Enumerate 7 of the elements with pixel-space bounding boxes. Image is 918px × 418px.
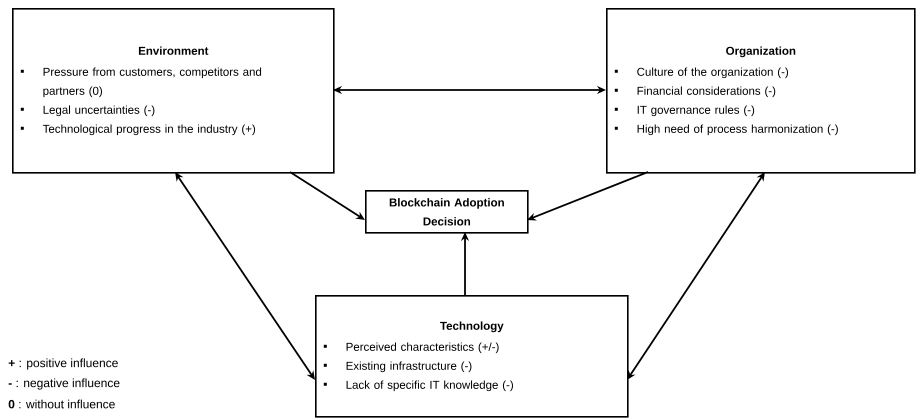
- decision-box: Blockchain Adoption Decision: [365, 190, 529, 234]
- legend-entry: + : positive influence: [8, 358, 118, 370]
- legend-entry: - : negative influence: [8, 378, 120, 390]
- factor-box: Environment Pressure from customers, competitors and partners (0) Legal uncertainties (-) Technological progress in the industry (+): [12, 8, 335, 174]
- factor-box: Technology Perceived characteristics (+/-) Existing infrastructure (-) Lack of specific IT knowledge (-): [315, 295, 629, 418]
- legend-entry: 0 : without influence: [8, 400, 115, 408]
- factor-box: Organization Culture of the organization (-) Financial considerations (-) IT governance rules (-) High need of process harmonization (-): [606, 8, 916, 174]
